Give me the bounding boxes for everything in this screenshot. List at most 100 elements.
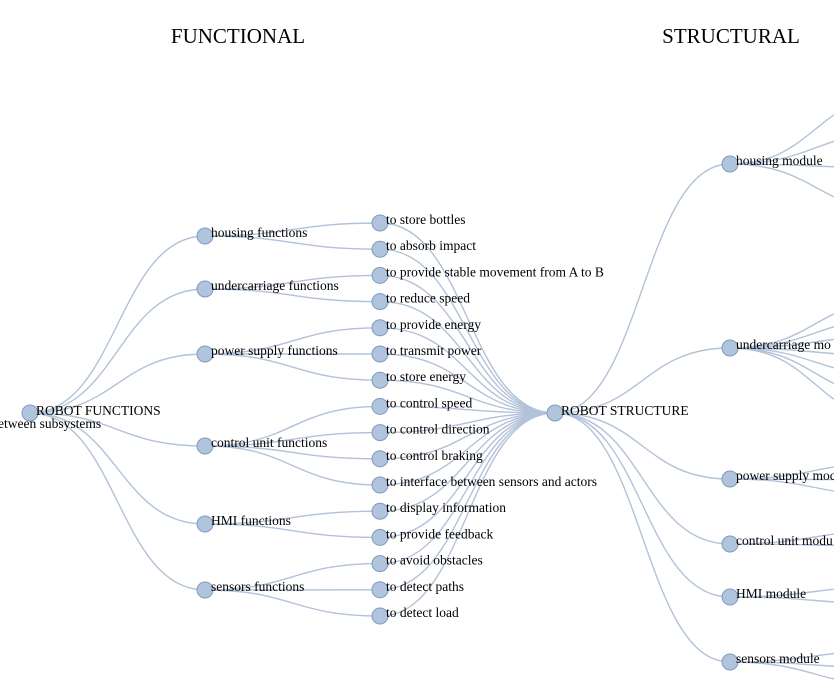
edge-group-to-leaf	[204, 235, 381, 250]
robot-functions-label: ROBOT FUNCTIONS	[36, 403, 161, 418]
module-node[interactable]	[721, 535, 739, 553]
module-node[interactable]	[721, 155, 739, 173]
leaf-function-label: to provide stable movement from A to B	[386, 264, 604, 279]
leaf-function-node[interactable]	[371, 607, 389, 625]
edge-leaf-to-structure	[379, 412, 556, 486]
module-label: control unit modu	[736, 533, 833, 548]
edge-structure-to-module	[554, 347, 731, 414]
leaf-function-label: to detect paths	[386, 579, 464, 594]
function-group-label: HMI functions	[211, 513, 291, 528]
edge-leaf-to-structure	[379, 248, 556, 414]
leaf-function-node[interactable]	[371, 528, 389, 546]
leaf-function-label: to absorb impact	[386, 238, 476, 253]
function-group-label: undercarriage functions	[211, 278, 339, 293]
edge-root-to-group	[29, 353, 206, 414]
leaf-function-node[interactable]	[371, 476, 389, 494]
function-group-label: housing functions	[211, 225, 307, 240]
robot-structure-node[interactable]	[546, 404, 564, 422]
function-group-label: sensors functions	[211, 579, 304, 594]
edge-module-to-component	[729, 347, 834, 369]
robot-functions-node[interactable]	[21, 404, 39, 422]
function-group-node[interactable]	[196, 437, 214, 455]
module-label: power supply moc	[736, 468, 834, 483]
module-node[interactable]	[721, 588, 739, 606]
function-group-node[interactable]	[196, 581, 214, 599]
edge-leaf-to-structure	[379, 412, 556, 434]
leaf-function-node[interactable]	[371, 581, 389, 599]
edge-group-to-leaf	[204, 431, 381, 447]
edge-module-to-component	[729, 596, 834, 603]
function-group-node[interactable]	[196, 345, 214, 363]
module-label: sensors module	[736, 651, 820, 666]
edge-module-to-component	[729, 661, 834, 680]
edge-group-to-leaf	[204, 274, 381, 290]
edge-structure-to-module	[554, 412, 731, 480]
edge-module-to-component	[729, 347, 834, 355]
edge-group-to-leaf	[204, 445, 381, 486]
edge-root-to-group	[29, 412, 206, 591]
edge-group-to-leaf	[204, 405, 381, 447]
edge-leaf-to-structure	[379, 412, 556, 591]
edge-module-to-component	[729, 347, 834, 385]
edge-module-to-component	[729, 347, 834, 400]
leaf-function-label: to reduce speed	[386, 291, 470, 306]
leaf-function-node[interactable]	[371, 266, 389, 284]
leaf-function-label: to store energy	[386, 369, 466, 384]
leaf-function-node[interactable]	[371, 319, 389, 337]
edge-group-to-leaf	[204, 589, 381, 617]
leaf-function-node[interactable]	[371, 555, 389, 573]
leaf-function-node[interactable]	[371, 397, 389, 415]
edge-root-to-group	[29, 235, 206, 414]
tree-edges	[29, 114, 834, 680]
edge-group-to-leaf	[204, 222, 381, 237]
edge-structure-to-module	[554, 412, 731, 663]
leaf-function-node[interactable]	[371, 450, 389, 468]
edge-module-to-component	[729, 325, 834, 349]
leaf-function-node[interactable]	[371, 371, 389, 389]
module-node[interactable]	[721, 653, 739, 671]
leaf-function-node[interactable]	[371, 214, 389, 232]
leaf-function-node[interactable]	[371, 502, 389, 520]
edge-leaf-to-structure	[379, 274, 556, 414]
edge-root-to-group	[29, 412, 206, 447]
edge-leaf-to-structure	[379, 405, 556, 414]
edge-group-to-leaf	[204, 327, 381, 355]
edge-module-to-component	[729, 543, 834, 547]
edge-group-to-leaf	[204, 562, 381, 591]
edge-module-to-component	[729, 478, 834, 492]
leaf-function-label: to avoid obstacles	[386, 553, 483, 568]
edge-leaf-to-structure	[379, 222, 556, 414]
edge-leaf-to-structure	[379, 379, 556, 414]
edge-leaf-to-structure	[379, 412, 556, 512]
leaf-function-label: to transmit power	[386, 343, 482, 358]
robot-functions-sublabel: etween subsystems	[0, 416, 101, 431]
leaf-function-node[interactable]	[371, 424, 389, 442]
function-group-node[interactable]	[196, 227, 214, 245]
edge-module-to-component	[729, 140, 834, 165]
edge-group-to-leaf	[204, 510, 381, 525]
edge-module-to-component	[729, 652, 834, 663]
edge-module-to-component	[729, 313, 834, 349]
robot-structure-label: ROBOT STRUCTURE	[561, 403, 689, 418]
leaf-function-node[interactable]	[371, 345, 389, 363]
edge-leaf-to-structure	[379, 412, 556, 539]
module-node[interactable]	[721, 470, 739, 488]
edge-leaf-to-structure	[379, 412, 556, 565]
edge-leaf-to-structure	[379, 327, 556, 414]
function-group-node[interactable]	[196, 280, 214, 298]
leaf-function-node[interactable]	[371, 240, 389, 258]
leaf-function-label: to interface between sensors and actors	[386, 474, 597, 489]
edge-module-to-component	[729, 588, 834, 598]
edge-module-to-component	[729, 338, 834, 349]
module-label: housing module	[736, 153, 823, 168]
leaf-function-label: to display information	[386, 500, 506, 515]
module-label: undercarriage mo	[736, 337, 831, 352]
leaf-function-label: to control direction	[386, 422, 490, 437]
edge-module-to-component	[729, 163, 834, 168]
module-node[interactable]	[721, 339, 739, 357]
leaf-function-node[interactable]	[371, 293, 389, 311]
edge-module-to-component	[729, 163, 834, 198]
function-group-node[interactable]	[196, 515, 214, 533]
leaf-function-label: to detect load	[386, 605, 459, 620]
